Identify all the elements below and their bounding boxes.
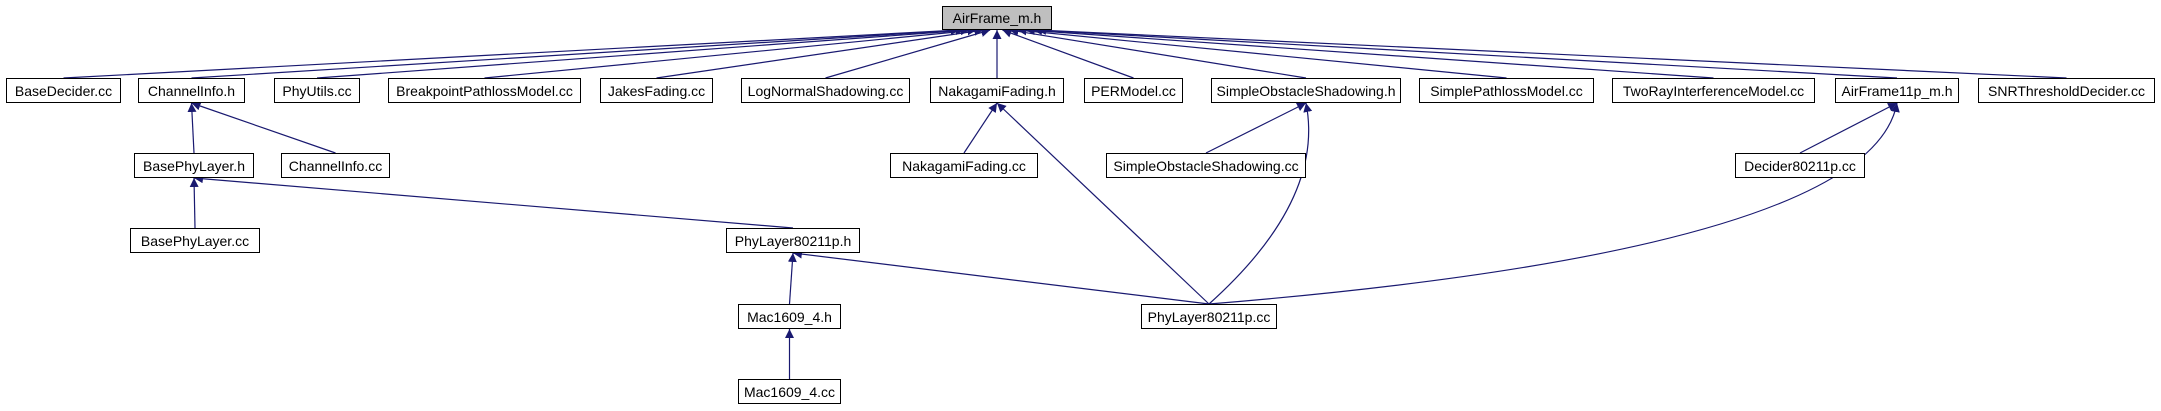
node-label: AirFrame11p_m.h xyxy=(1841,82,1953,99)
node-channelinfo-cc[interactable]: ChannelInfo.cc xyxy=(281,153,390,178)
edge-permodel_cc-to-airframe_m_h xyxy=(1002,28,1134,79)
edge-lognormalshadowing_cc-to-airframe_m_h xyxy=(825,28,991,79)
node-label: ChannelInfo.h xyxy=(147,82,236,99)
edge-airframe11p_m_h-to-airframe_m_h xyxy=(1032,26,1898,79)
node-label: TwoRayInterferenceModel.cc xyxy=(1622,82,1805,99)
node-phylayer80211p-h[interactable]: PhyLayer80211p.h xyxy=(726,228,860,253)
node-label: BaseDecider.cc xyxy=(14,82,113,99)
node-label: AirFrame_m.h xyxy=(952,10,1042,26)
node-label: NakagamiFading.cc xyxy=(902,157,1026,174)
node-simplepathlossmodel-cc[interactable]: SimplePathlossModel.cc xyxy=(1419,78,1594,103)
edge-decider80211p_cc-to-airframe11p_m_h xyxy=(1799,102,1898,154)
node-label: BasePhyLayer.h xyxy=(143,157,245,174)
node-jakesfading-cc[interactable]: JakesFading.cc xyxy=(600,78,713,103)
node-simpleobstacleshadowing-cc[interactable]: SimpleObstacleShadowing.cc xyxy=(1106,153,1306,178)
node-mac1609-4-cc[interactable]: Mac1609_4.cc xyxy=(738,379,841,404)
edge-phylayer80211p_cc-to-nakagamifading_h xyxy=(996,102,1210,305)
node-label: SimplePathlossModel.cc xyxy=(1430,82,1583,99)
node-basedecider-cc[interactable]: BaseDecider.cc xyxy=(6,78,121,103)
edge-basephylayer_h-to-channelinfo_h xyxy=(187,102,197,154)
node-airframe-m-h: AirFrame_m.h xyxy=(942,6,1052,30)
node-label: SNRThresholdDecider.cc xyxy=(1988,82,2145,99)
node-label: SimpleObstacleShadowing.cc xyxy=(1113,157,1299,174)
node-nakagamifading-h[interactable]: NakagamiFading.h xyxy=(930,78,1064,103)
node-label: PERModel.cc xyxy=(1091,82,1176,99)
node-channelinfo-h[interactable]: ChannelInfo.h xyxy=(138,78,245,103)
node-snrthresholddecider-cc[interactable]: SNRThresholdDecider.cc xyxy=(1978,78,2155,103)
edge-phylayer80211p_cc-to-simpleobstacleshadowing_h xyxy=(1208,102,1313,305)
node-decider80211p-cc[interactable]: Decider80211p.cc xyxy=(1735,153,1865,178)
edge-phyutils_cc-to-airframe_m_h xyxy=(316,26,970,79)
edge-simplepathlossmodel_cc-to-airframe_m_h xyxy=(1017,26,1507,79)
node-label: BasePhyLayer.cc xyxy=(140,232,250,249)
node-label: PhyLayer80211p.h xyxy=(734,232,852,249)
node-label: Mac1609_4.cc xyxy=(743,383,836,400)
node-label: Decider80211p.cc xyxy=(1744,157,1856,174)
node-permodel-cc[interactable]: PERModel.cc xyxy=(1084,78,1183,103)
edge-snrthresholddecider_cc-to-airframe_m_h xyxy=(1036,25,2067,79)
edge-mac1609_4_h-to-phylayer80211p_h xyxy=(787,252,797,305)
node-mac1609-4-h[interactable]: Mac1609_4.h xyxy=(738,304,841,329)
node-label: JakesFading.cc xyxy=(607,82,706,99)
node-label: Mac1609_4.h xyxy=(747,308,832,325)
node-nakagamifading-cc[interactable]: NakagamiFading.cc xyxy=(890,153,1038,178)
edge-tworayinterferencemodel_cc-to-airframe_m_h xyxy=(1025,26,1714,79)
node-label: LogNormalShadowing.cc xyxy=(747,82,904,99)
node-label: BreakpointPathlossModel.cc xyxy=(396,82,573,99)
edge-nakagamifading_cc-to-nakagamifading_h xyxy=(963,102,998,154)
node-breakpointpathlossmodel-cc[interactable]: BreakpointPathlossModel.cc xyxy=(388,78,581,103)
edge-phylayer80211p_cc-to-phylayer80211p_h xyxy=(792,249,1210,305)
node-label: SimpleObstacleShadowing.h xyxy=(1216,82,1396,99)
node-label: ChannelInfo.cc xyxy=(288,157,383,174)
edge-simpleobstacleshadowing_h-to-airframe_m_h xyxy=(1009,26,1307,79)
node-label: PhyLayer80211p.cc xyxy=(1147,308,1271,325)
edge-simpleobstacleshadowing_cc-to-simpleobstacleshadowing_h xyxy=(1205,102,1307,154)
node-label: PhyUtils.cc xyxy=(282,82,352,99)
node-lognormalshadowing-cc[interactable]: LogNormalShadowing.cc xyxy=(741,78,910,103)
edge-phylayer80211p_cc-to-airframe11p_m_h xyxy=(1208,102,1900,305)
edge-phylayer80211p_h-to-basephylayer_h xyxy=(193,174,794,229)
node-tworayinterferencemodel-cc[interactable]: TwoRayInterferenceModel.cc xyxy=(1612,78,1815,103)
edge-basephylayer_cc-to-basephylayer_h xyxy=(189,177,199,229)
node-basephylayer-h[interactable]: BasePhyLayer.h xyxy=(134,153,254,178)
node-airframe11p-m-h[interactable]: AirFrame11p_m.h xyxy=(1835,78,1959,103)
node-phyutils-cc[interactable]: PhyUtils.cc xyxy=(274,78,360,103)
edge-jakesfading_cc-to-airframe_m_h xyxy=(656,26,984,79)
node-simpleobstacleshadowing-h[interactable]: SimpleObstacleShadowing.h xyxy=(1211,78,1401,103)
edge-breakpointpathlossmodel_cc-to-airframe_m_h xyxy=(484,26,977,79)
node-basephylayer-cc[interactable]: BasePhyLayer.cc xyxy=(130,228,260,253)
node-phylayer80211p-cc[interactable]: PhyLayer80211p.cc xyxy=(1141,304,1277,329)
node-label: NakagamiFading.h xyxy=(938,82,1056,99)
edge-channelinfo_cc-to-channelinfo_h xyxy=(191,101,336,154)
edge-channelinfo_h-to-airframe_m_h xyxy=(191,26,965,79)
edge-basedecider_cc-to-airframe_m_h xyxy=(63,25,960,79)
